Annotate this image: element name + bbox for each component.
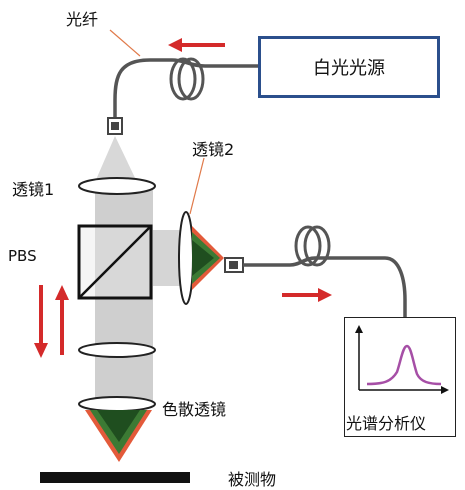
arrow-icon xyxy=(34,285,69,358)
white-light-source-box: 白光光源 xyxy=(258,36,440,98)
pbs-cube xyxy=(77,224,153,300)
lens2-leader-line xyxy=(189,157,205,215)
right-collimator xyxy=(224,257,244,273)
arrow-icon xyxy=(168,38,225,52)
fiber-label: 光纤 xyxy=(66,10,99,29)
dispersive-lens-label: 色散透镜 xyxy=(162,400,227,419)
upper-fiber-loop xyxy=(169,57,205,101)
spectrometer-label: 光谱分析仪 xyxy=(346,414,427,433)
vertical-beam xyxy=(95,182,153,406)
lower-fiber-loop xyxy=(294,225,331,267)
lower-fiber xyxy=(243,256,407,317)
arrow-icon xyxy=(282,288,332,302)
object-label: 被测物 xyxy=(228,470,277,489)
dispersive-lens xyxy=(78,396,156,412)
input-beam-cone xyxy=(95,136,137,182)
upper-fiber xyxy=(113,58,258,118)
top-collimator xyxy=(107,117,123,135)
lens-2 xyxy=(178,211,194,305)
pbs-label: PBS xyxy=(8,247,37,265)
lens-1 xyxy=(78,177,156,195)
fiber-leader-line xyxy=(109,29,141,57)
spectrum-curve-icon xyxy=(355,325,449,394)
lens-lower xyxy=(78,342,156,358)
dispersive-focus-cone xyxy=(85,410,152,462)
white-light-source-label: 白光光源 xyxy=(313,58,385,79)
spectrometer-box xyxy=(344,317,456,437)
lens2-label: 透镜2 xyxy=(192,140,235,159)
output-focus-cone xyxy=(192,226,224,290)
object-surface xyxy=(40,472,190,483)
lens1-label: 透镜1 xyxy=(12,180,55,199)
